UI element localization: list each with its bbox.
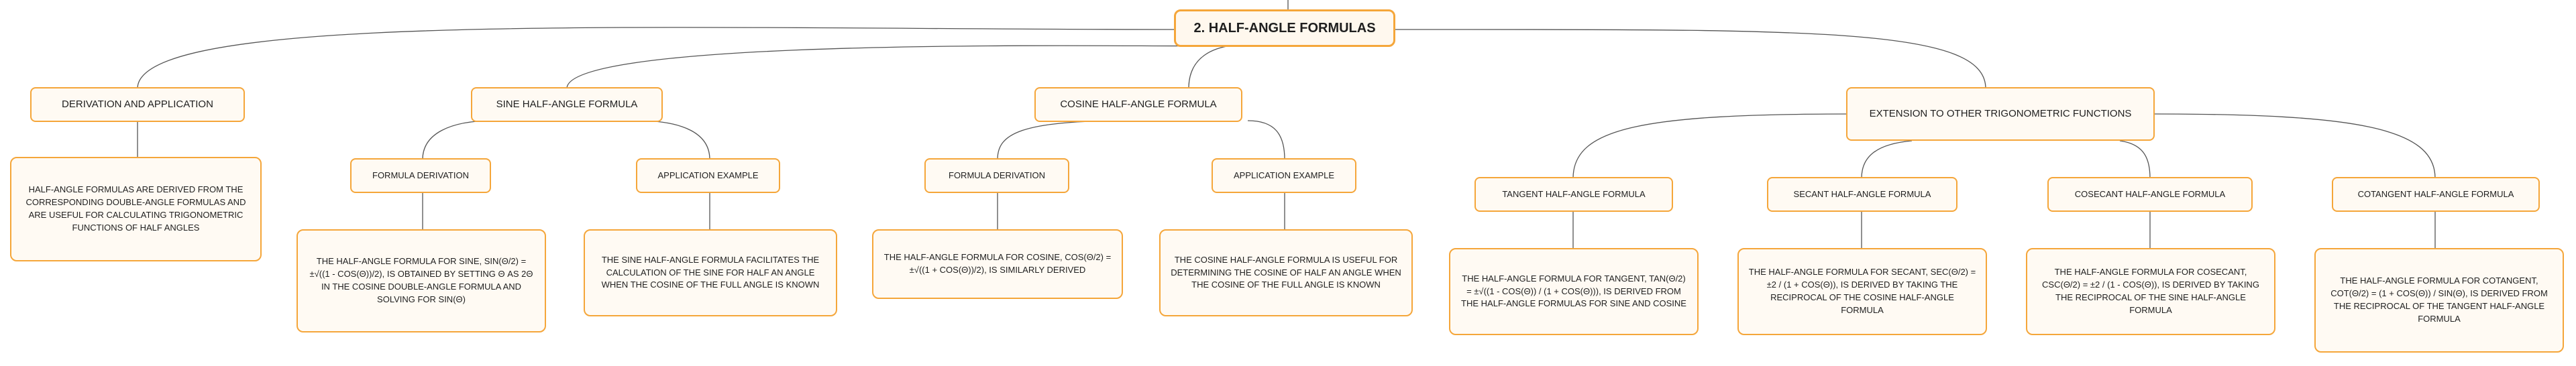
cosine-half-angle-node[interactable]: COSINE HALF-ANGLE FORMULA: [1034, 87, 1242, 122]
cotangent-half-angle-node[interactable]: COTANGENT HALF-ANGLE FORMULA: [2332, 177, 2540, 212]
derivation-text-node[interactable]: HALF-ANGLE FORMULAS ARE DERIVED FROM THE…: [10, 157, 262, 261]
sine-half-angle-node[interactable]: SINE HALF-ANGLE FORMULA: [471, 87, 663, 122]
root-node[interactable]: 2. HALF-ANGLE FORMULAS: [1174, 9, 1395, 47]
cosine-example-text-node[interactable]: THE COSINE HALF-ANGLE FORMULA IS USEFUL …: [1159, 229, 1413, 316]
edge-root-cosine: [1188, 45, 1230, 89]
sine-example-text-node[interactable]: THE SINE HALF-ANGLE FORMULA FACILITATES …: [584, 229, 837, 316]
edge-ext-secant: [1861, 140, 1913, 179]
cosecant-half-angle-node[interactable]: COSECANT HALF-ANGLE FORMULA: [2047, 177, 2253, 212]
secant-half-angle-node[interactable]: SECANT HALF-ANGLE FORMULA: [1767, 177, 1957, 212]
edge-cosine-example: [1247, 120, 1285, 160]
tangent-text-node[interactable]: THE HALF-ANGLE FORMULA FOR TANGENT, TAN(…: [1449, 248, 1699, 335]
edge-root-sine: [566, 45, 1196, 89]
extension-node[interactable]: EXTENSION TO OTHER TRIGONOMETRIC FUNCTIO…: [1846, 87, 2155, 141]
edge-ext-cotangent: [2153, 113, 2436, 179]
cosine-formula-derivation-node[interactable]: FORMULA DERIVATION: [924, 158, 1069, 193]
secant-text-node[interactable]: THE HALF-ANGLE FORMULA FOR SECANT, SEC(θ…: [1737, 248, 1987, 335]
cosine-application-example-node[interactable]: APPLICATION EXAMPLE: [1212, 158, 1356, 193]
derivation-and-application-node[interactable]: DERIVATION AND APPLICATION: [30, 87, 245, 122]
edge-ext-cosecant: [2119, 140, 2151, 179]
tangent-half-angle-node[interactable]: TANGENT HALF-ANGLE FORMULA: [1474, 177, 1673, 212]
sine-application-example-node[interactable]: APPLICATION EXAMPLE: [636, 158, 780, 193]
edge-sine-example: [637, 120, 710, 160]
edge-sine-derivation: [422, 120, 494, 160]
cosine-derivation-text-node[interactable]: THE HALF-ANGLE FORMULA FOR COSINE, COS(θ…: [872, 229, 1123, 299]
edge-root-derivation: [137, 27, 1175, 89]
edge-ext-tangent: [1572, 113, 1852, 179]
cosecant-text-node[interactable]: THE HALF-ANGLE FORMULA FOR COSECANT, CSC…: [2026, 248, 2275, 335]
sine-formula-derivation-node[interactable]: FORMULA DERIVATION: [350, 158, 491, 193]
edge-root-extension: [1395, 29, 1986, 89]
cotangent-text-node[interactable]: THE HALF-ANGLE FORMULA FOR COTANGENT, CO…: [2314, 248, 2564, 353]
edge-cosine-derivation: [997, 120, 1128, 160]
sine-derivation-text-node[interactable]: THE HALF-ANGLE FORMULA FOR SINE, SIN(θ/2…: [297, 229, 546, 332]
